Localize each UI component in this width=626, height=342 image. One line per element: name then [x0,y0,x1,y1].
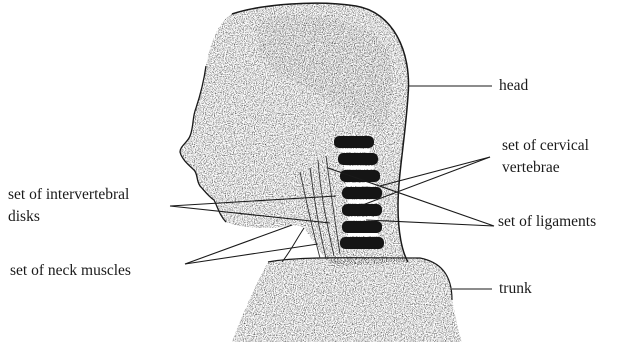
label-head: head [499,75,528,97]
label-ligaments-text: set of ligaments [498,213,596,230]
label-trunk: trunk [499,278,532,300]
label-cervical-line-2: vertebrae [502,157,589,179]
label-trunk-text: trunk [499,280,532,297]
label-neck-muscles: set of neck muscles [10,260,131,282]
label-neck-muscles-text: set of neck muscles [10,262,131,279]
trunk-shape [232,258,462,342]
label-disks-line-2: disks [8,206,129,228]
label-cervical-line-1: set of cervical [502,135,589,157]
label-disks-line-1: set of intervertebral [8,184,129,206]
label-head-text: head [499,77,528,94]
label-intervertebral-disks: set of intervertebral disks [8,184,129,228]
muscles-leader-line-1 [185,225,292,264]
label-ligaments: set of ligaments [498,211,596,233]
label-cervical-vertebrae: set of cervical vertebrae [502,135,589,179]
